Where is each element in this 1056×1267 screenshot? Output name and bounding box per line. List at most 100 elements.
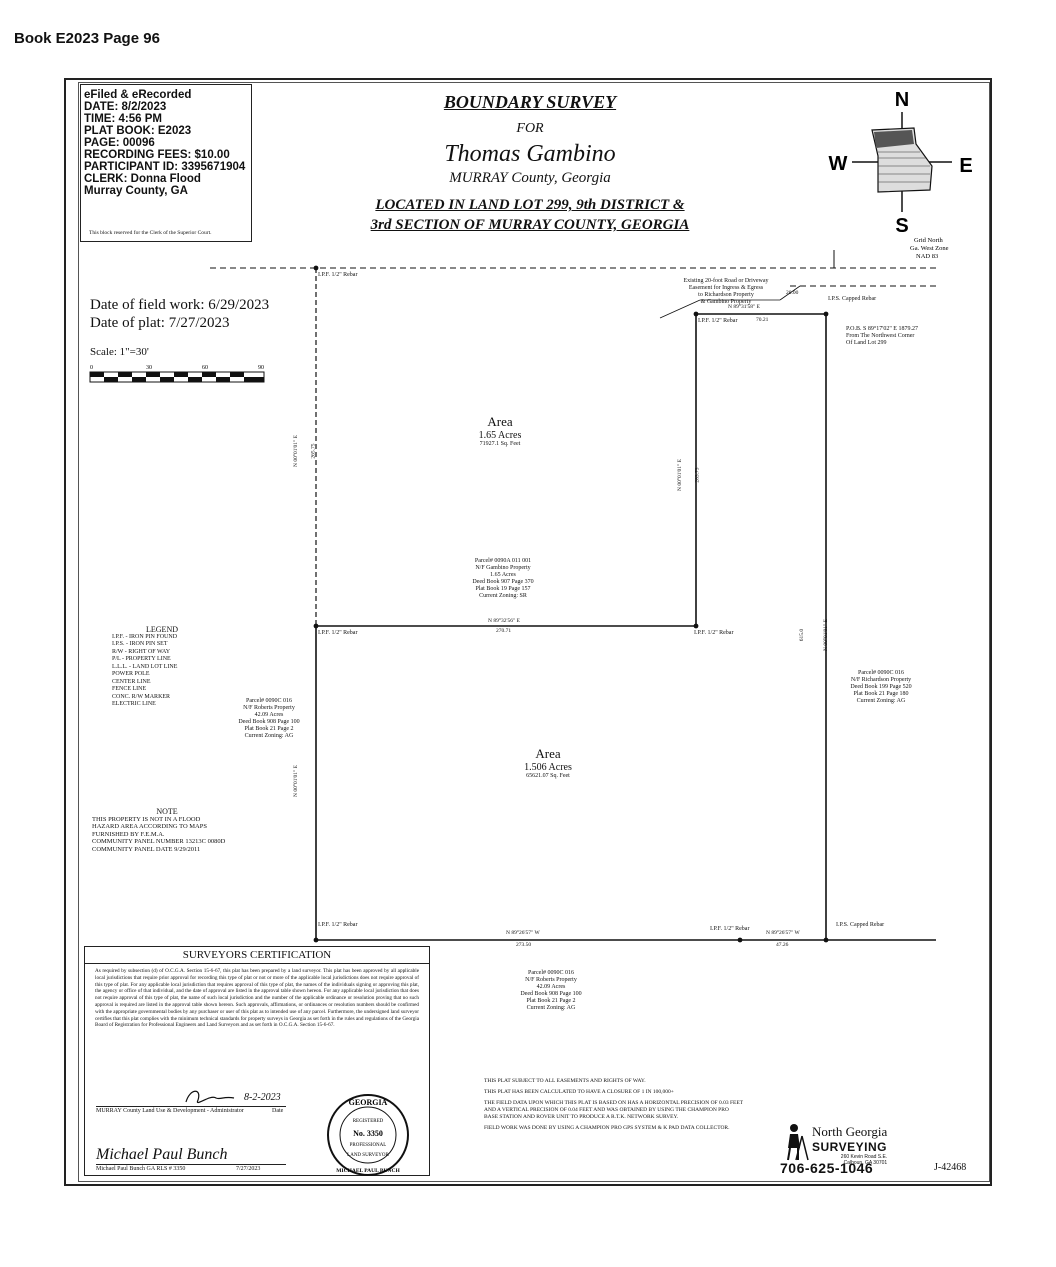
area-upper-title: Area: [487, 414, 513, 429]
plat-notes: THIS PLAT SUBJECT TO ALL EASEMENTS AND R…: [484, 1078, 744, 1131]
area-lower-acres: 1.506 Acres: [524, 762, 572, 773]
pob-label: P.O.B. S 89°17'02" E 1879.27 From The No…: [846, 326, 918, 346]
scale-tick: 30: [146, 365, 152, 371]
rec-line: PAGE: 00096: [84, 137, 155, 149]
approval-date-label: Date: [272, 1108, 284, 1114]
legend-item: CONC. R/W MARKER: [112, 693, 171, 700]
rec-line: eFiled & eRecorded: [84, 89, 192, 101]
distance-right-outer: 615.0: [799, 628, 806, 642]
pin-label-nw: I.P.F. 1/2" Rebar: [318, 272, 358, 278]
bearing-mid: N 89°32'56" E: [488, 618, 521, 624]
seal-land-surveyor: LAND SURVEYOR: [347, 1153, 389, 1158]
scale-tick: 60: [202, 365, 208, 371]
rec-line: CLERK: Donna Flood: [84, 173, 201, 185]
flood-note-title: NOTE: [156, 807, 178, 816]
seal-name: MICHAEL PAUL BUNCH: [336, 1168, 400, 1174]
rec-line: PARTICIPANT ID: 3395671904: [84, 161, 246, 173]
title-for: FOR: [516, 121, 544, 136]
company-name-1: North Georgia: [812, 1124, 888, 1139]
bearing-right-outer: N 00°01'01" E: [823, 618, 830, 652]
distance-bottom-2: 47.26: [776, 942, 789, 948]
seal-professional: PROFESSIONAL: [350, 1143, 387, 1148]
bearing-right-inner: N 00°01'01" E: [677, 458, 684, 492]
company-name-2: SURVEYING: [812, 1140, 887, 1154]
legend-item: FENCE LINE: [112, 686, 147, 692]
title-block: BOUNDARY SURVEY FOR Thomas Gambino MURRA…: [330, 92, 730, 235]
compass-e: E: [959, 155, 972, 177]
easement-width: 20.00: [786, 290, 799, 296]
scale-label: Scale: 1"=30': [90, 346, 149, 358]
area-upper-acres: 1.65 Acres: [478, 430, 522, 441]
surveyor-tripod-icon: [787, 1124, 809, 1161]
page-reference: Book E2023 Page 96: [14, 30, 160, 47]
surveyor-certification: SURVEYORS CERTIFICATION As required by s…: [84, 946, 430, 1176]
owner-name: Thomas Gambino: [444, 141, 616, 167]
company-address-2: Calhoun, GA 30701: [843, 1160, 888, 1166]
compass-w: W: [829, 153, 848, 175]
pin-label-ne: I.P.S. Capped Rebar: [828, 296, 877, 302]
distance-top: 70.21: [756, 317, 769, 323]
surveyor-date: 7/27/2023: [236, 1166, 261, 1172]
area-upper: Area 1.65 Acres 71927.1 Sq. Feet: [450, 414, 550, 447]
easement-label: Existing 20-foot Road or Driveway Easeme…: [683, 278, 769, 305]
location-line-1: LOCATED IN LAND LOT 299, 9th DISTRICT &: [375, 197, 685, 213]
legend-item: POWER POLE: [112, 671, 150, 677]
pin-label-w-mid: I.P.F. 1/2" Rebar: [318, 630, 358, 636]
pin-label-se: I.P.S. Capped Rebar: [836, 922, 885, 928]
plat-inner-border: [78, 82, 990, 1182]
seal-registered: REGISTERED: [353, 1119, 384, 1124]
distance-mid: 270.71: [496, 628, 512, 634]
area-lower-sqft: 65621.07 Sq. Feet: [526, 773, 570, 779]
pin-label-ne-inner: I.P.F. 1/2" Rebar: [698, 318, 738, 324]
bearing-left-lower: N 00°01'01" E: [293, 764, 300, 798]
bearing-left-upper: N 00°01'01" E: [293, 434, 300, 468]
rec-line: PLAT BOOK: E2023: [84, 125, 192, 137]
bearing-top: N 89°31'58" E: [728, 304, 761, 310]
scale-tick: 90: [258, 365, 264, 371]
scale-bar: 0 30 60 90: [89, 365, 265, 383]
scale-tick: 0: [90, 365, 93, 371]
company-phone: 706-625-1046: [780, 1160, 874, 1176]
cert-title: SURVEYORS CERTIFICATION: [85, 947, 429, 964]
company-block: North Georgia SURVEYING 260 Kevin Road S…: [812, 1124, 887, 1166]
legend-item: L.L.L. - LAND LOT LINE: [112, 663, 178, 670]
legend-item: CENTER LINE: [112, 678, 151, 685]
dates-block: Date of field work: 6/29/2023 Date of pl…: [90, 296, 269, 332]
flood-note: NOTE THIS PROPERTY IS NOT IN A FLOOD HAZ…: [92, 808, 242, 853]
bearing-bottom-2: N 89°26'57" W: [766, 930, 800, 936]
bearing-bottom-1: N 89°26'57" W: [506, 930, 540, 936]
county-name: MURRAY County, Georgia: [449, 170, 611, 186]
approval-signature-icon: [185, 1090, 235, 1104]
north-arrow-icon: N S W E Grid North Ga. West Zone NAD 83: [829, 89, 973, 260]
rec-line: DATE: 8/2/2023: [84, 101, 167, 113]
surveyor-label: Michael Paul Bunch GA RLS # 3350: [96, 1166, 186, 1172]
compass-note-3: NAD 83: [916, 253, 938, 260]
distance-right-inner: 283.73: [694, 467, 701, 483]
area-upper-sqft: 71927.1 Sq. Feet: [479, 441, 521, 447]
rec-line: Murray County, GA: [84, 185, 188, 197]
compass-s: S: [895, 215, 908, 237]
cert-text: As required by subsection (d) of O.C.G.A…: [95, 968, 419, 1029]
recording-block: eFiled & eRecorded DATE: 8/2/2023 TIME: …: [80, 84, 252, 242]
legend-item: ELECTRIC LINE: [112, 701, 156, 707]
legend-item: R/W - RIGHT OF WAY: [112, 648, 171, 655]
company-address-1: 260 Kevin Road S.E.: [840, 1154, 888, 1160]
legend-title: LEGEND: [146, 625, 178, 634]
compass-note-2: Ga. West Zone: [910, 245, 949, 252]
location-line-2: 3rd SECTION OF MURRAY COUNTY, GEORGIA: [370, 217, 690, 233]
legend-item: I.P.F. - IRON PIN FOUND: [112, 633, 178, 640]
approval-date: 8-2-2023: [244, 1092, 281, 1103]
approval-label: MURRAY County Land Use & Development - A…: [96, 1108, 244, 1114]
area-lower: Area 1.506 Acres 65621.07 Sq. Feet: [498, 746, 598, 779]
job-number: J-42468: [934, 1162, 967, 1173]
compass-n: N: [895, 89, 909, 111]
legend: LEGEND I.P.F. - IRON PIN FOUND I.P.S. - …: [112, 626, 212, 709]
legend-item: P/L - PROPERTY LINE: [112, 656, 171, 662]
rec-note: This block reserved for the Clerk of the…: [89, 230, 212, 236]
area-lower-title: Area: [535, 746, 561, 761]
rec-line: RECORDING FEES: $10.00: [84, 149, 230, 161]
